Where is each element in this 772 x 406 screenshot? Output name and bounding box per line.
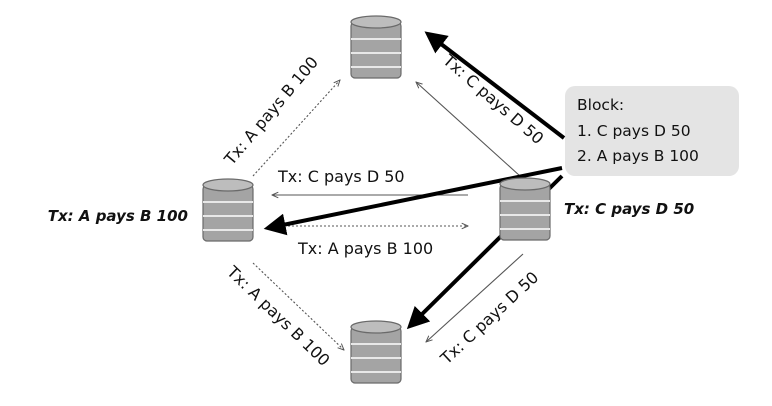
database-icon <box>350 320 402 384</box>
edge-label-right-top: Tx: C pays D 50 <box>439 50 548 148</box>
node-right-label: Tx: C pays D 50 <box>564 200 694 218</box>
block-arrow-top <box>424 31 566 140</box>
block-arrow-left <box>263 166 563 236</box>
edge-label-left-bottom: Tx: A pays B 100 <box>223 262 334 370</box>
database-icon <box>202 178 254 242</box>
block-item-1: 1. C pays D 50 <box>577 122 691 140</box>
db-node-left <box>202 178 254 242</box>
db-node-bottom <box>350 320 402 384</box>
edge-label-left-top: Tx: A pays B 100 <box>220 53 322 170</box>
block-title: Block: <box>577 96 624 114</box>
edge-label-left-right: Tx: A pays B 100 <box>297 239 433 258</box>
node-left-label: Tx: A pays B 100 <box>48 207 188 225</box>
database-icon <box>350 15 402 79</box>
block-callout: Block: 1. C pays D 50 2. A pays B 100 <box>565 86 739 176</box>
edge-right-bottom <box>426 253 524 342</box>
db-node-top <box>350 15 402 79</box>
edge-left-top <box>252 80 340 177</box>
edge-left-bottom <box>252 262 344 350</box>
db-node-right <box>499 177 551 241</box>
database-icon <box>499 177 551 241</box>
edge-right-top <box>416 82 521 177</box>
block-box <box>565 86 739 176</box>
gossip-edges <box>252 80 524 350</box>
block-item-2: 2. A pays B 100 <box>577 147 699 165</box>
edge-label-right-left: Tx: C pays D 50 <box>277 167 405 186</box>
